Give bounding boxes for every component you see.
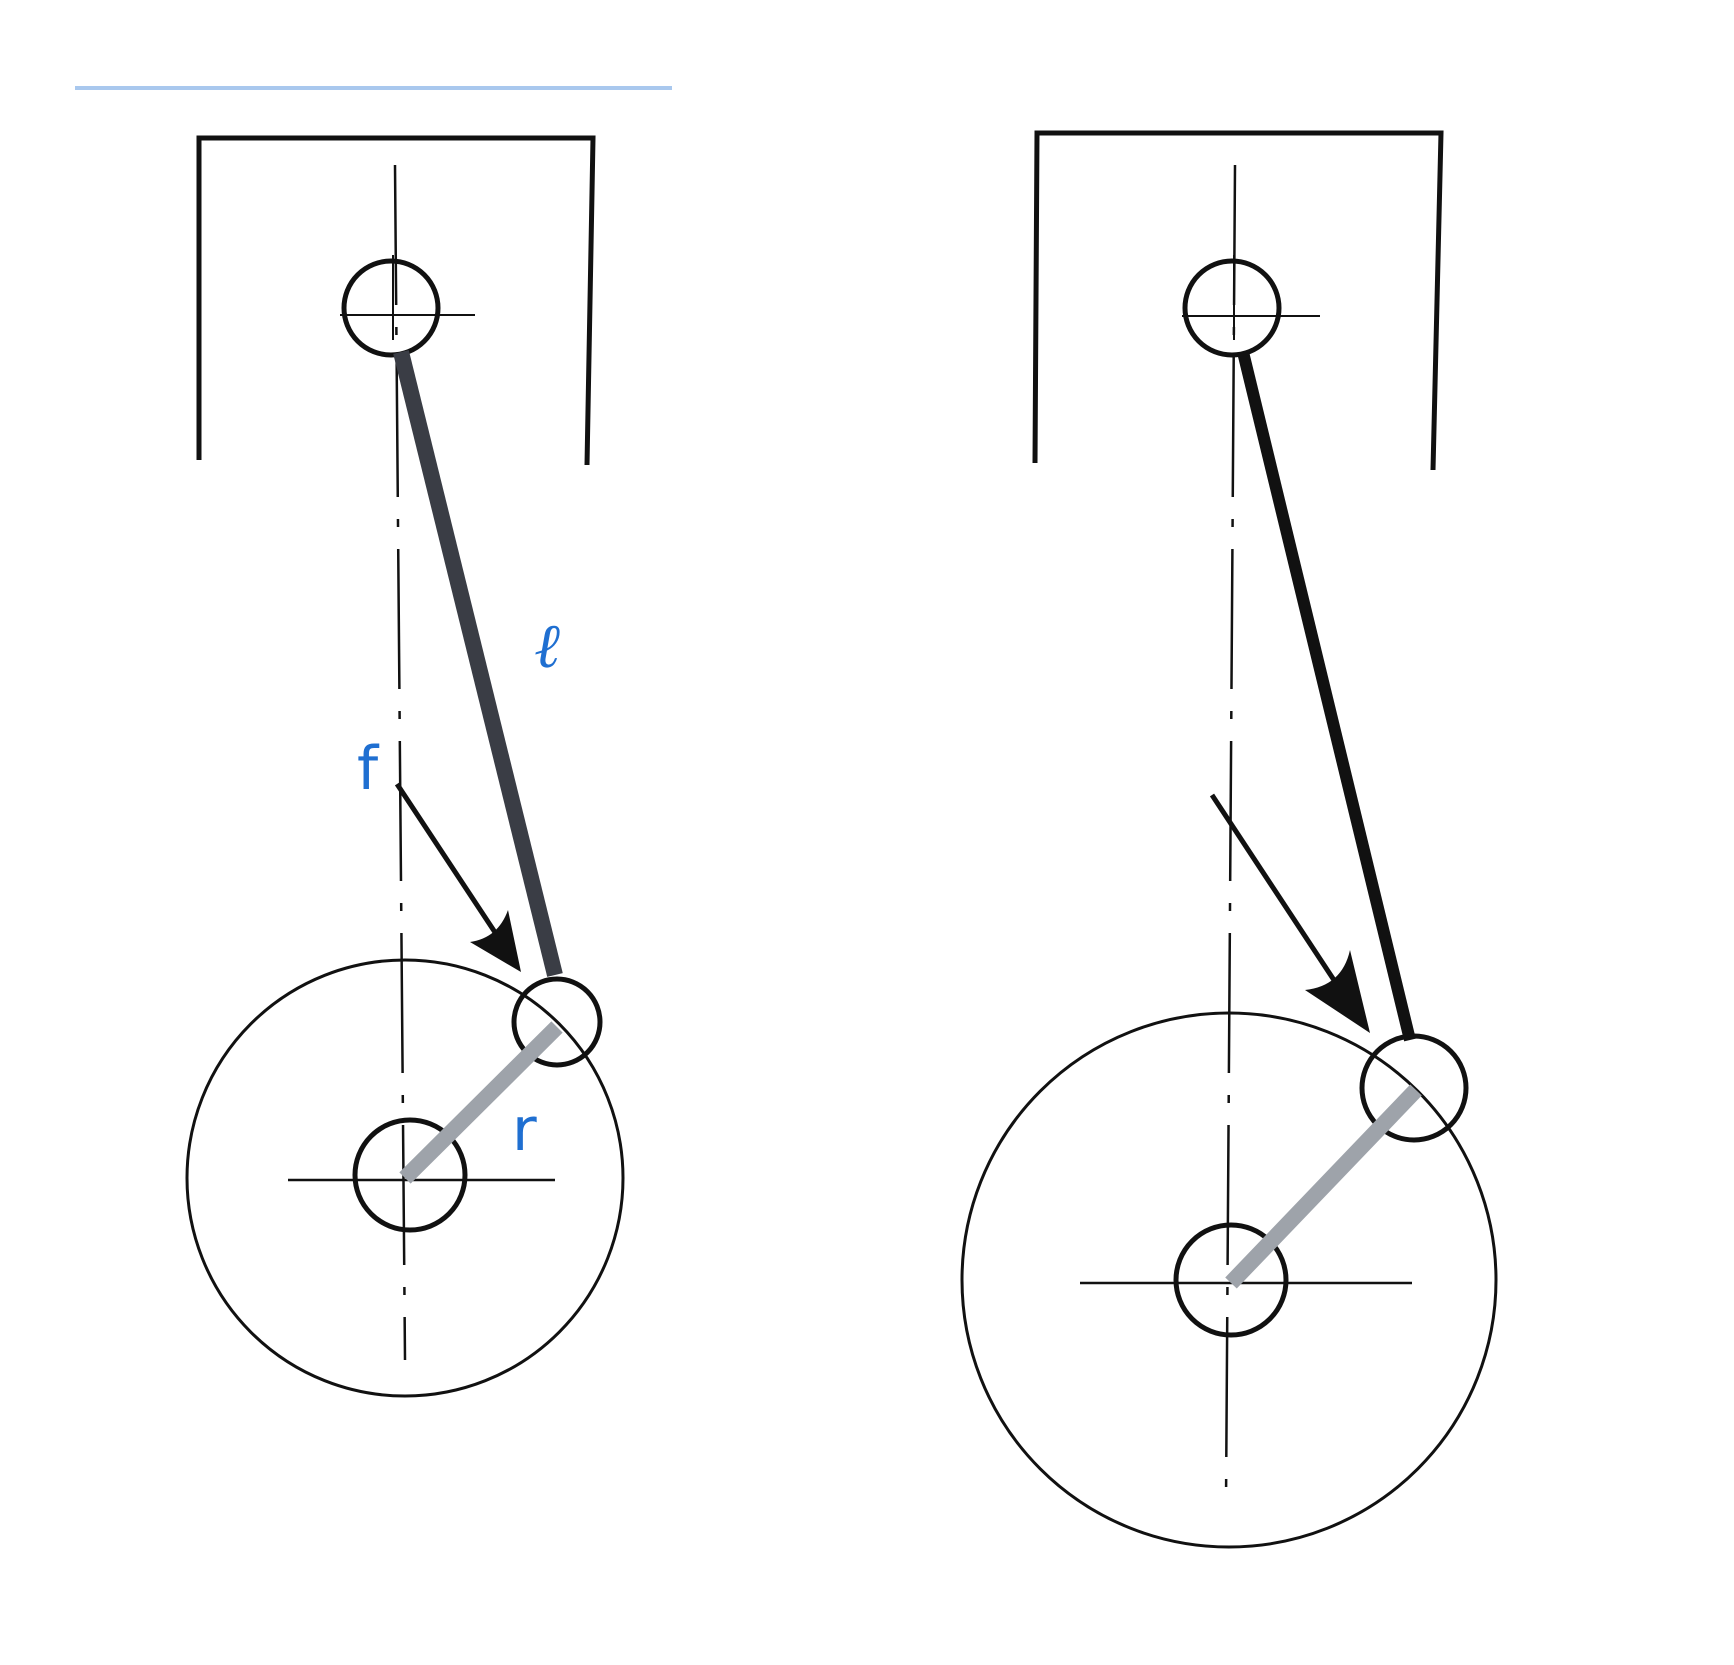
right-cylinder	[1032, 130, 1444, 471]
left-mechanism: ℓ f r	[185, 135, 625, 1398]
right-crank-arm	[1225, 1084, 1422, 1289]
label-crank-radius: r	[512, 1095, 537, 1165]
right-crank-wheel	[960, 1011, 1498, 1549]
right-crank-hub	[1173, 1222, 1289, 1338]
right-crank-pin	[1359, 1033, 1469, 1143]
right-connecting-rod	[1237, 350, 1416, 1042]
left-connecting-rod	[393, 350, 563, 977]
left-force-arrowhead	[470, 910, 521, 972]
left-crank-arm	[399, 1021, 563, 1184]
left-crank-wheel	[185, 958, 625, 1398]
left-crank-pin	[511, 976, 603, 1068]
label-force: f	[357, 734, 380, 804]
right-force-arrow-shaft	[1209, 793, 1358, 1014]
right-piston-pin	[1182, 258, 1282, 358]
left-cylinder	[196, 135, 596, 466]
left-force-arrow-shaft	[394, 782, 513, 957]
right-force-arrowhead	[1305, 950, 1370, 1033]
label-rod-length: ℓ	[534, 609, 560, 682]
right-centerline	[1224, 164, 1237, 1503]
right-mechanism	[960, 130, 1498, 1549]
left-piston-pin	[341, 258, 441, 358]
left-crank-hub	[352, 1117, 468, 1233]
